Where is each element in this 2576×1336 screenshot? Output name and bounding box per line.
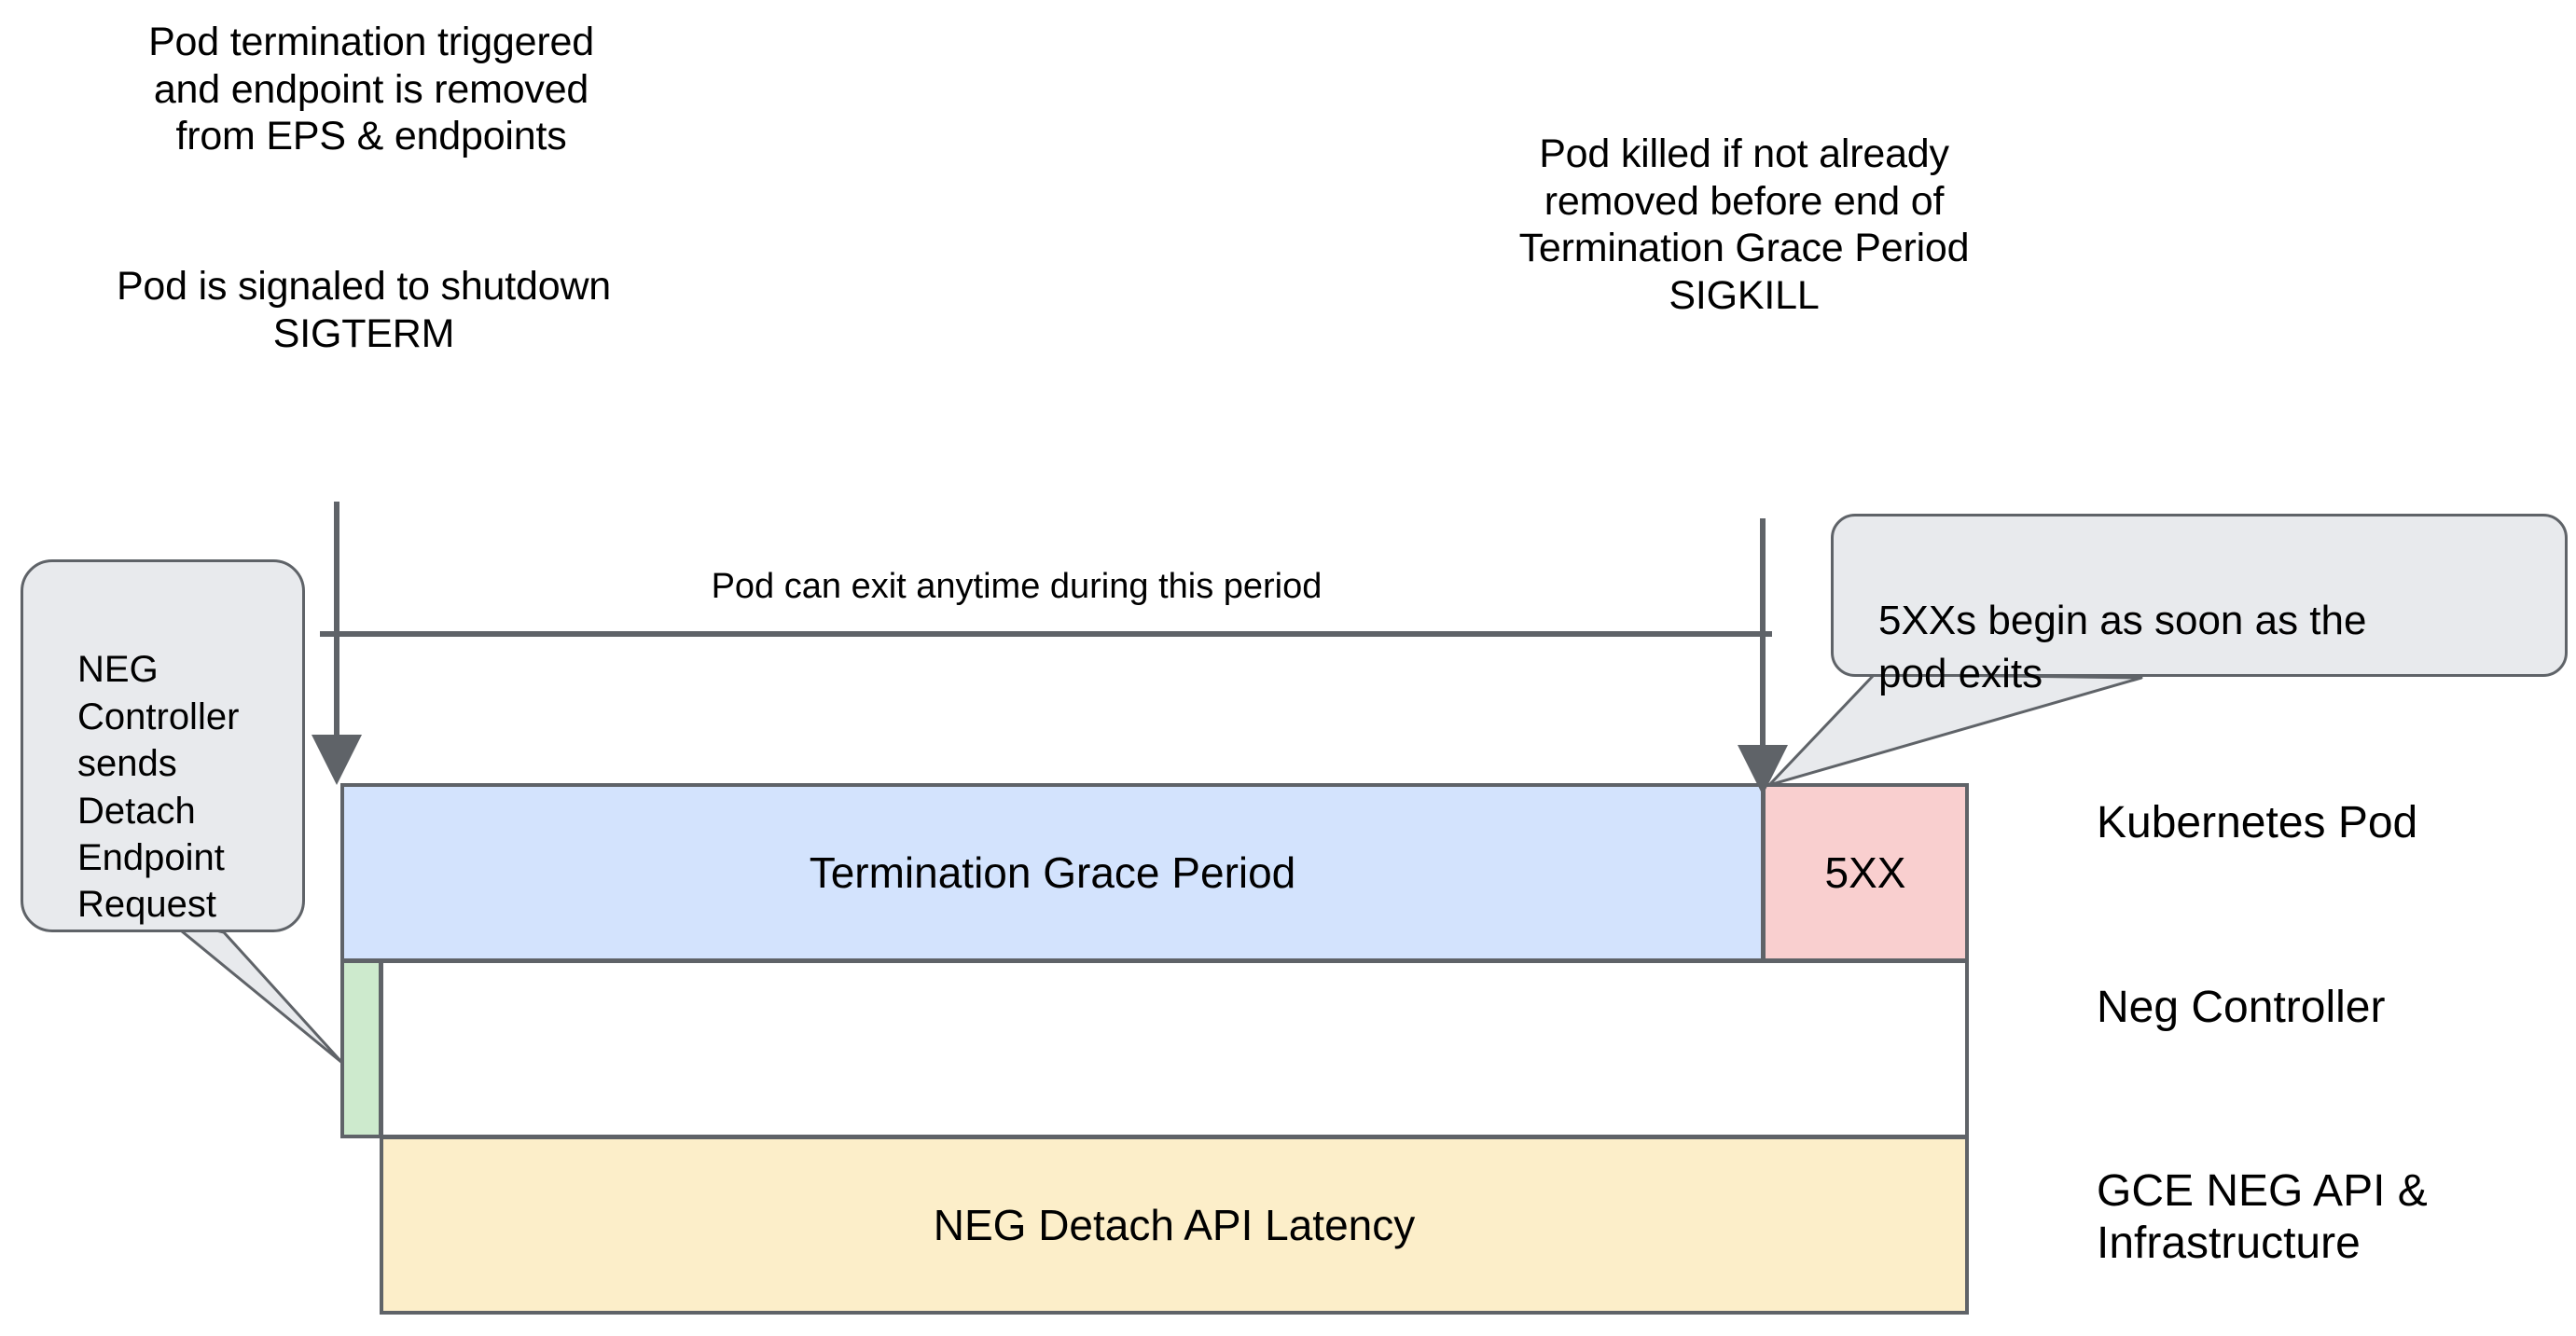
lane-label-gce-neg-api: GCE NEG API & Infrastructure xyxy=(2097,1166,2428,1268)
bar-neg-controller-idle xyxy=(380,959,1969,1138)
note-pod-signaled-sigterm: Pod is signaled to shutdown SIGTERM xyxy=(116,264,612,356)
bar-termination-grace-period: Termination Grace Period xyxy=(340,783,1765,962)
callout-5xx-text: 5XXs begin as soon as the pod exits xyxy=(1878,598,2367,697)
callout-neg-controller: NEG Controller sends Detach Endpoint Req… xyxy=(21,559,305,932)
lane-label-neg-controller: Neg Controller xyxy=(2097,983,2386,1032)
bar-neg-detach-api-latency: NEG Detach API Latency xyxy=(380,1136,1969,1315)
bar-termination-grace-period-label: Termination Grace Period xyxy=(809,848,1296,897)
note-pod-termination-triggered: Pod termination triggered and endpoint i… xyxy=(148,20,594,159)
span-label-pod-can-exit: Pod can exit anytime during this period xyxy=(711,567,1323,606)
bar-5xx: 5XX xyxy=(1762,783,1969,962)
callout-tail-neg-controller xyxy=(164,916,344,1065)
note-pod-killed-sigkill: Pod killed if not already removed before… xyxy=(1518,131,1970,319)
bar-5xx-label: 5XX xyxy=(1824,848,1906,897)
callout-neg-controller-text: NEG Controller sends Detach Endpoint Req… xyxy=(77,649,240,926)
lane-label-kubernetes-pod: Kubernetes Pod xyxy=(2097,798,2418,847)
bar-neg-detach-api-latency-label: NEG Detach API Latency xyxy=(933,1201,1416,1249)
callout-5xx: 5XXs begin as soon as the pod exits xyxy=(1831,514,2568,696)
bar-neg-detach-request xyxy=(340,959,382,1138)
